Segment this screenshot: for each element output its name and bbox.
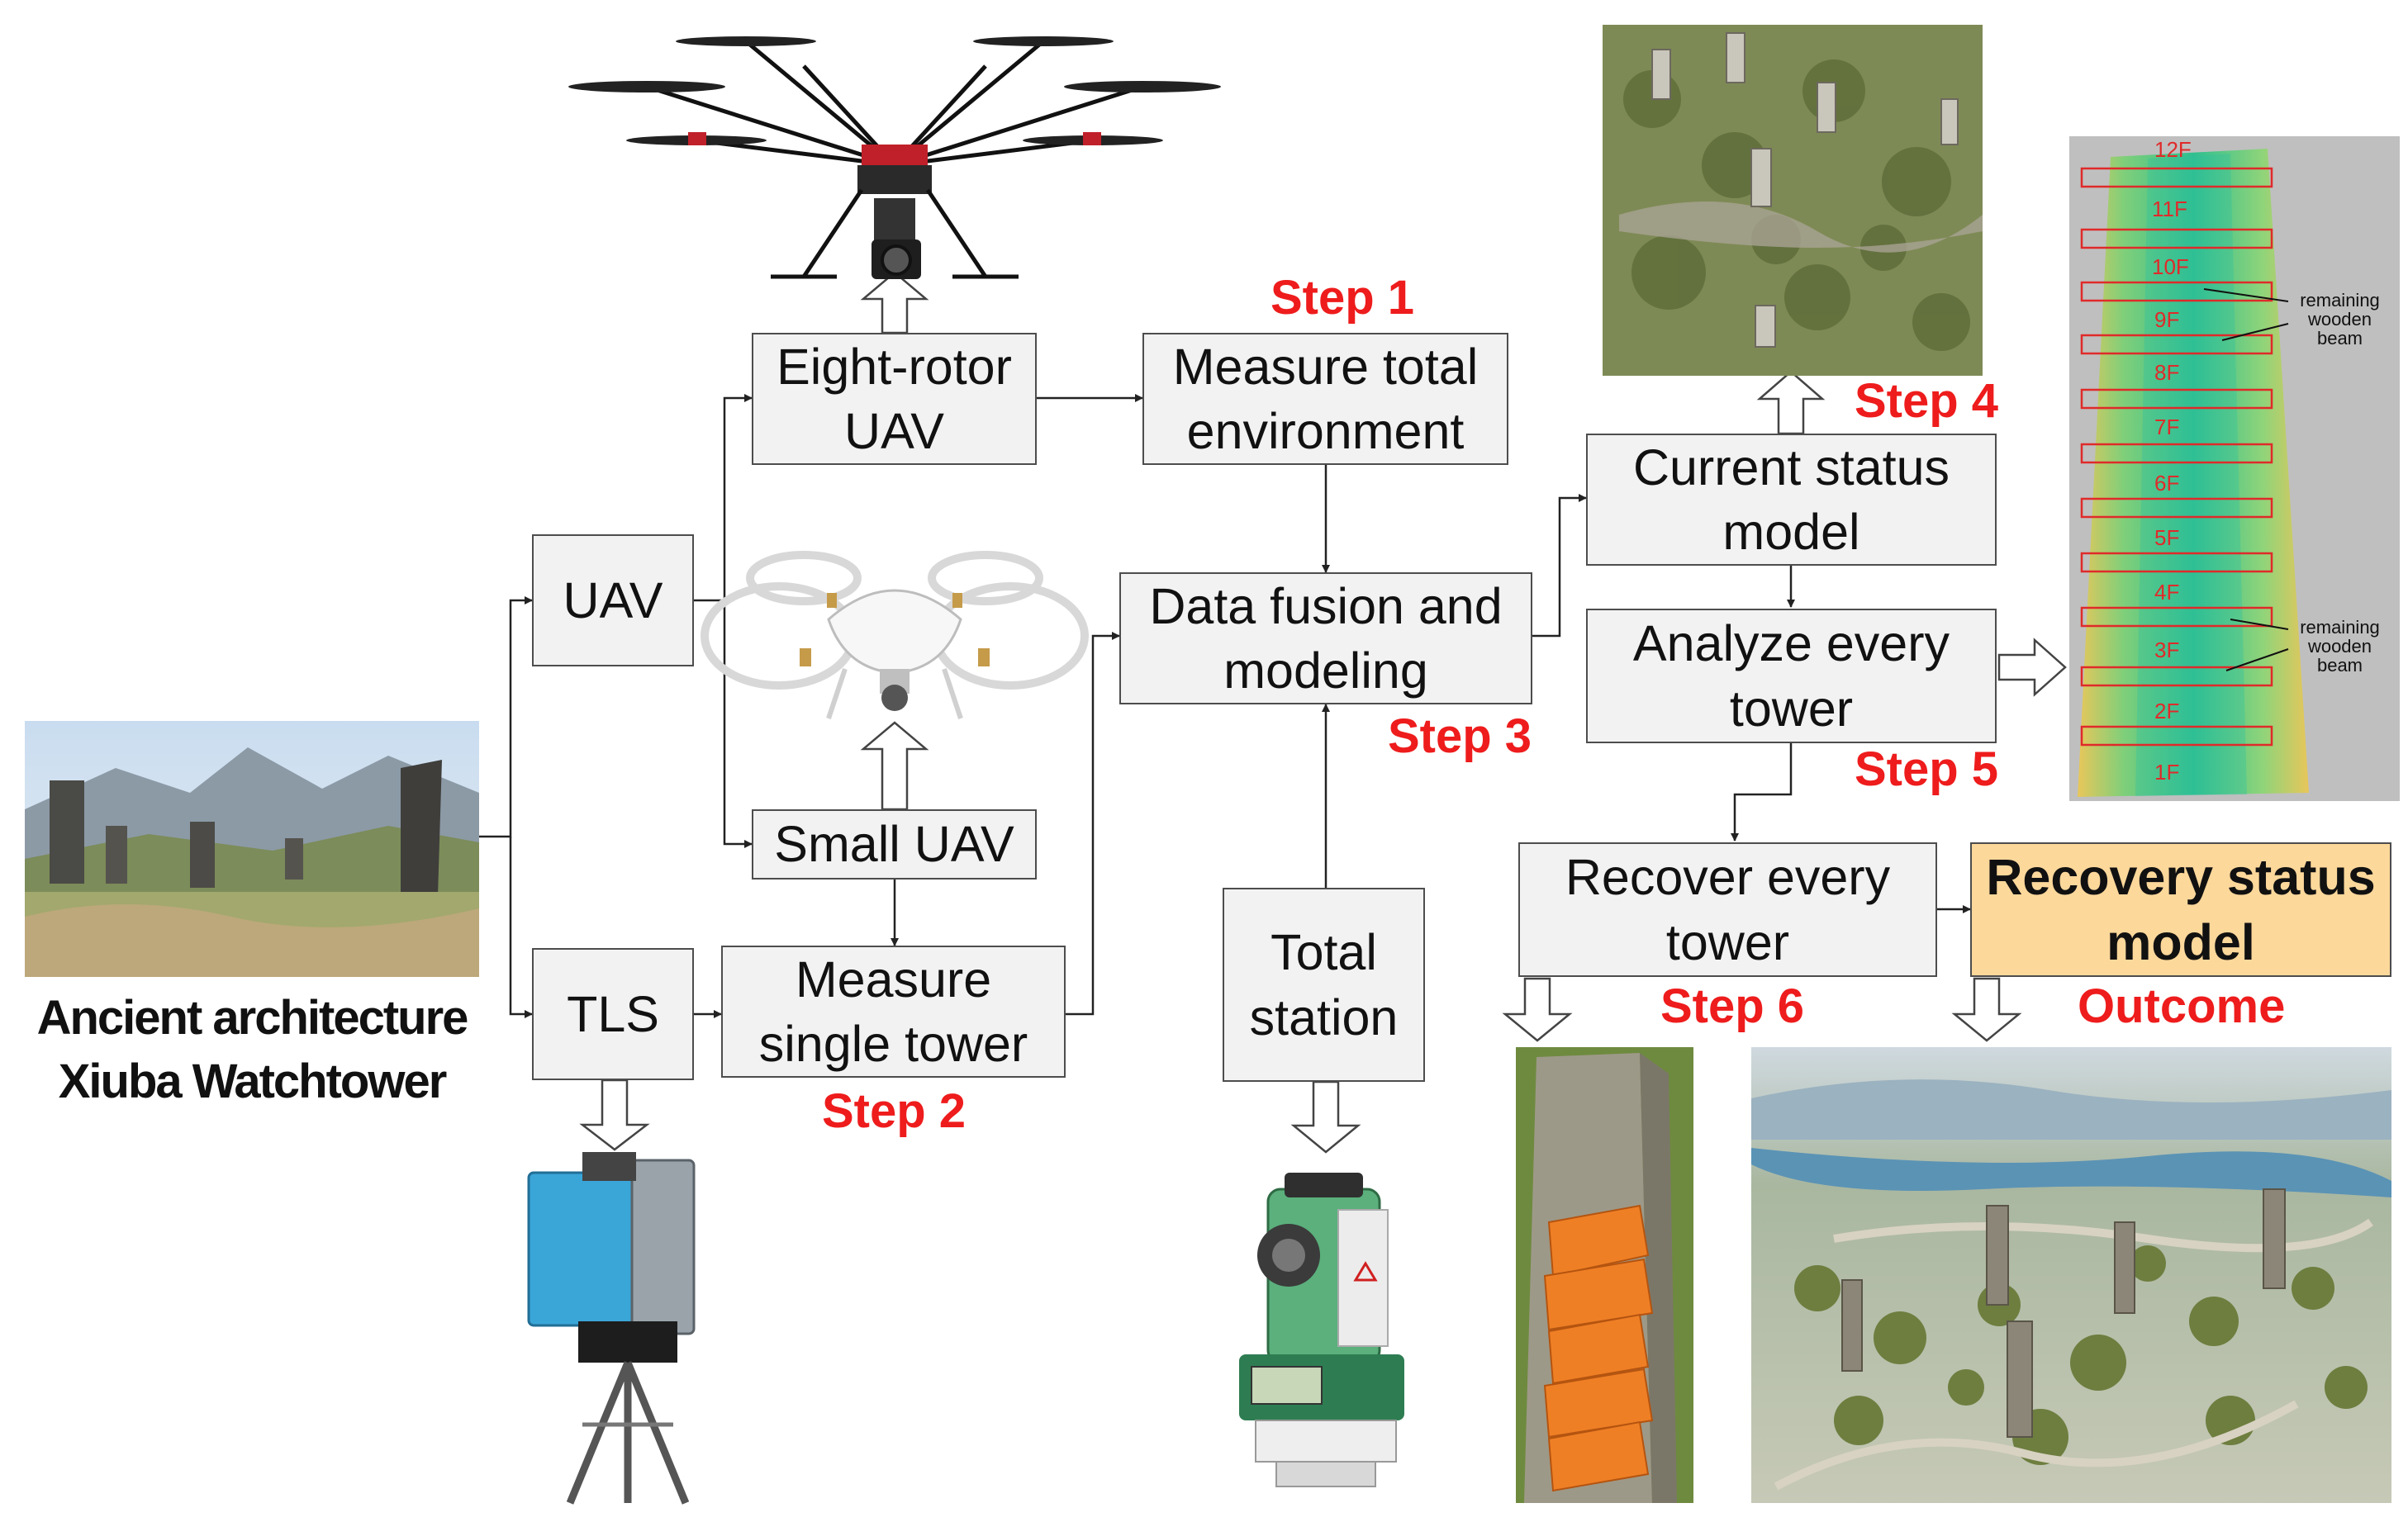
tower-scan-image (2069, 136, 2400, 801)
eight-rotor-uav-box: Eight-rotor UAV (752, 333, 1037, 465)
connector-photo-tls (509, 837, 533, 1018)
step-5-label: Step 5 (1855, 742, 1999, 796)
floor-markers (2080, 167, 2273, 747)
total-station-image (1239, 1173, 1404, 1487)
current-status-model-label: Current status model (1632, 439, 1950, 560)
block-arrow-up-eightrotor (860, 271, 929, 334)
small-uav-image (701, 551, 1089, 719)
data-fusion-modeling-box: Data fusion and modeling (1119, 572, 1532, 704)
recover-every-tower-box: Recover every tower (1518, 842, 1937, 977)
floor-label: 1F (2154, 760, 2180, 785)
block-arrow-right-analyze (1997, 638, 2067, 697)
connector-uav-small (723, 600, 753, 848)
step-1-label: Step 1 (1270, 271, 1415, 325)
step-4-label: Step 4 (1855, 374, 1999, 428)
beam-label-upper: remaining wooden beam (2300, 290, 2380, 349)
connectors (479, 394, 1971, 1018)
floor-label: 5F (2154, 525, 2180, 550)
floor-label: 7F (2154, 415, 2180, 439)
eight-rotor-uav-image (568, 36, 1221, 279)
measure-single-tower-label: Measure single tower (758, 951, 1028, 1072)
floor-label: 11F (2152, 197, 2187, 221)
block-arrow-up-current (1756, 370, 1826, 435)
analyze-every-tower-box: Analyze every tower (1586, 609, 1997, 743)
connector-fusion-current (1532, 494, 1587, 638)
total-station-box: Total station (1223, 888, 1425, 1082)
floor-label: 8F (2154, 360, 2180, 385)
block-arrow-down-tls (579, 1079, 650, 1151)
step-6-label: Step 6 (1660, 979, 1805, 1033)
floor-label: 2F (2154, 699, 2180, 723)
measure-total-environment-label: Measure total environment (1172, 338, 1479, 459)
recovery-status-model-label: Recovery status model (1986, 849, 2376, 970)
floor-label: 3F (2154, 638, 2180, 662)
floor-label: 4F (2154, 580, 2180, 605)
tls-scanner-image (527, 1152, 696, 1505)
block-arrow-down-recover (1502, 977, 1573, 1042)
block-arrow-down-station (1290, 1080, 1361, 1154)
recovered-landscape-image (1751, 1047, 2391, 1503)
small-uav-box: Small UAV (752, 809, 1037, 880)
floor-label: 9F (2154, 307, 2180, 332)
step-3-label: Step 3 (1388, 709, 1532, 763)
recovered-tower-image (1516, 1047, 1693, 1503)
measure-total-environment-box: Measure total environment (1142, 333, 1508, 465)
analyze-every-tower-label: Analyze every tower (1632, 615, 1950, 737)
floor-label: 6F (2154, 471, 2180, 495)
uav-label: UAV (563, 571, 663, 628)
connector-photo-uav (479, 596, 533, 838)
uav-box: UAV (532, 534, 694, 666)
recover-every-tower-label: Recover every tower (1565, 849, 1891, 970)
connector-single-fusion (1066, 632, 1120, 1016)
tls-label: TLS (567, 985, 659, 1042)
small-uav-label: Small UAV (774, 816, 1014, 873)
floor-label: 10F (2152, 254, 2189, 279)
current-status-model-box: Current status model (1586, 434, 1997, 566)
watchtower-photo (25, 721, 479, 977)
measure-single-tower-box: Measure single tower (721, 946, 1066, 1078)
block-arrow-down-outcome (1951, 977, 2022, 1042)
step-2-label: Step 2 (822, 1084, 967, 1138)
connector-uav-eightrotor (694, 394, 753, 602)
data-fusion-modeling-label: Data fusion and modeling (1149, 577, 1503, 699)
beam-label-lower: remaining wooden beam (2300, 617, 2380, 676)
connector-analyze-recover (1731, 743, 1793, 842)
block-arrow-up-smalluav (860, 721, 929, 811)
recovery-status-model-box: Recovery status model (1970, 842, 2391, 977)
outcome-label: Outcome (2078, 979, 2286, 1033)
total-station-label: Total station (1249, 924, 1399, 1045)
eight-rotor-uav-label: Eight-rotor UAV (777, 338, 1012, 459)
floor-label: 12F (2154, 137, 2192, 162)
aerial-model-image (1603, 25, 1983, 376)
tls-box: TLS (532, 948, 694, 1080)
watchtower-caption: Ancient architecture Xiuba Watchtower (36, 991, 469, 1108)
block-arrows (579, 271, 2067, 1154)
